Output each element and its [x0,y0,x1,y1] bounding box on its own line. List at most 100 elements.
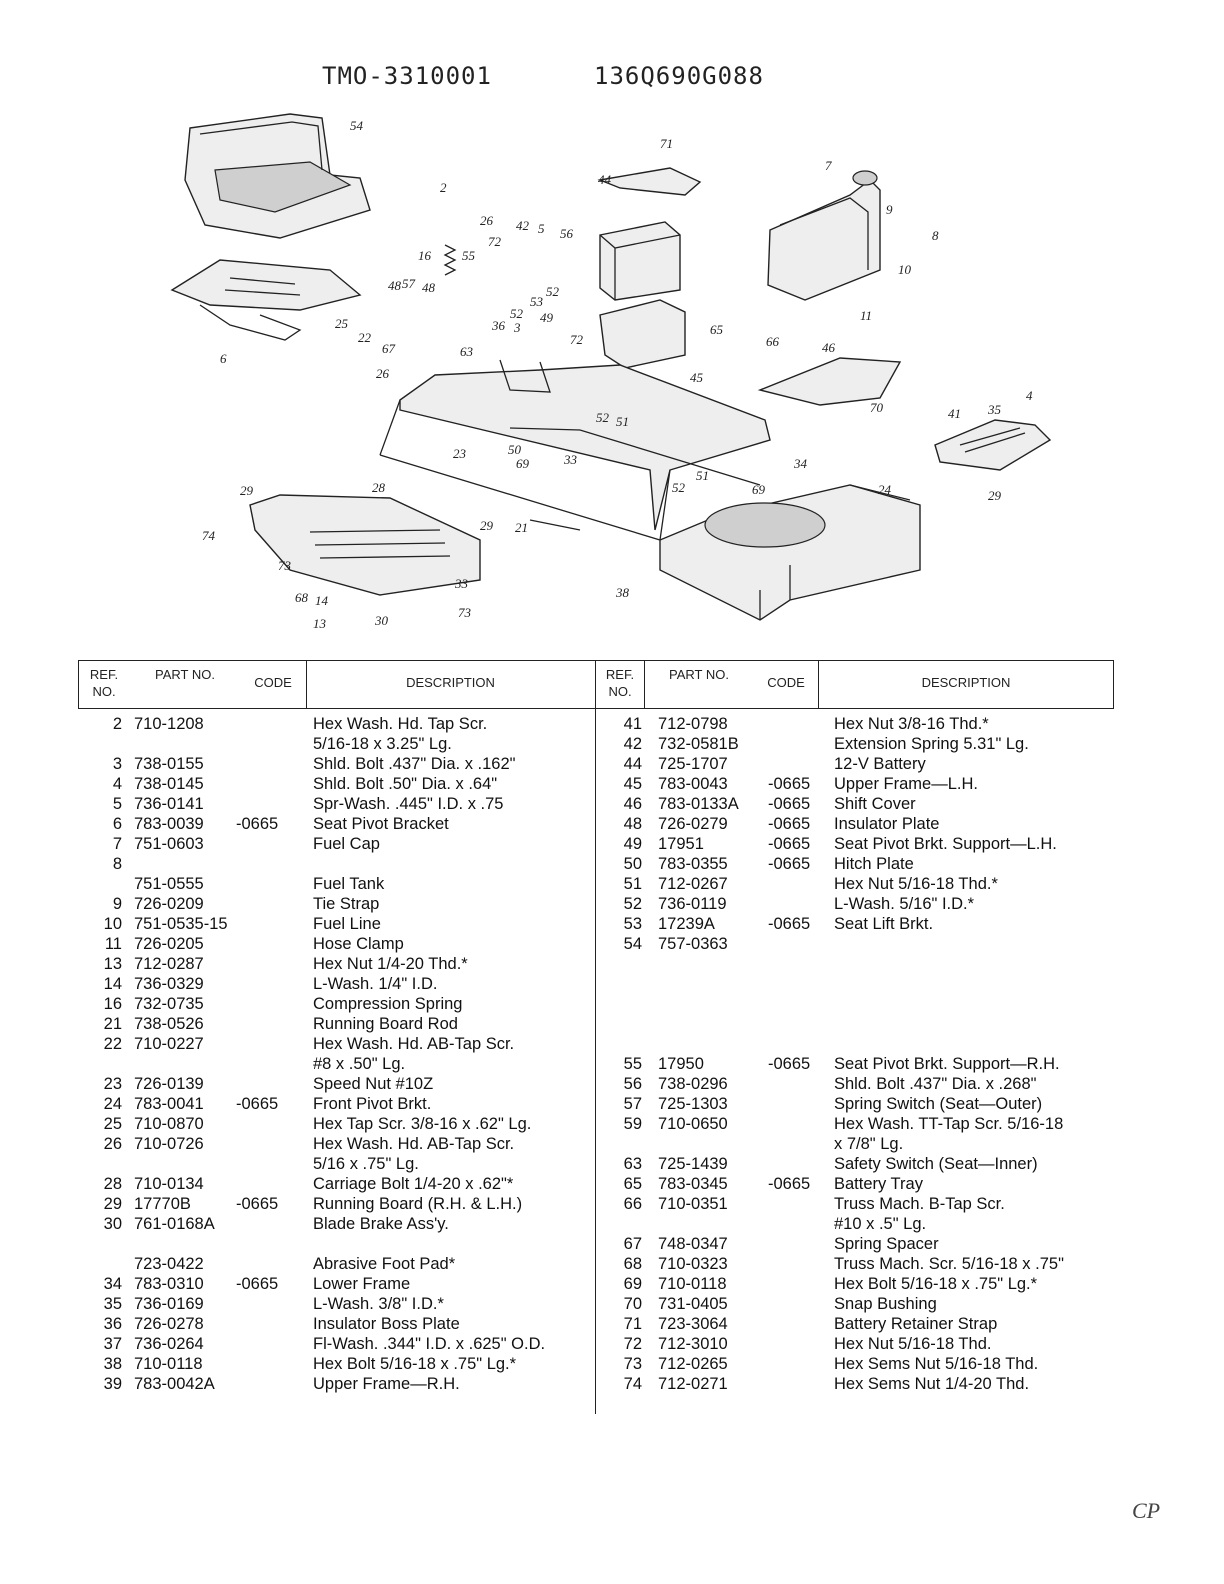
ref-no: 3 [112,755,122,773]
part-description: Hex Bolt 5/16-18 x .75" Lg.* [313,1355,517,1373]
diagram-callout-label: 35 [987,402,1002,417]
part-no: 17770B [134,1195,191,1213]
part-description: Shld. Bolt .437" Dia. x .268" [834,1075,1037,1093]
part-description: Hex Nut 5/16-18 Thd. [834,1335,992,1353]
part-description: x 7/8" Lg. [834,1135,904,1153]
part-no: 710-0870 [134,1115,204,1133]
diagram-callout-label: 41 [948,406,961,421]
battery-strap-drawing [597,167,702,196]
part-description: Hose Clamp [313,935,404,953]
part-description: Fuel Tank [313,875,385,893]
part-code: -0665 [768,775,811,793]
ref-no: 22 [103,1035,122,1053]
description-header-right: DESCRIPTION [921,675,1011,690]
diagram-callout-label: 69 [752,482,766,497]
part-description: Hex Nut 1/4-20 Thd.* [313,955,468,973]
part-description: Fl-Wash. .344" I.D. x .625" O.D. [313,1335,546,1353]
part-description: Hex Wash. TT-Tap Scr. 5/16-18 [834,1115,1064,1133]
part-no: 710-0351 [658,1195,728,1213]
part-no: 712-0265 [658,1355,728,1373]
part-description: Hex Wash. Hd. AB-Tap Scr. [313,1135,515,1153]
part-no: 751-0535-15 [134,915,228,933]
fuel-tank-drawing [767,170,881,301]
part-no: 725-1439 [658,1155,728,1173]
ref-no: 28 [103,1175,122,1193]
part-no: 712-0271 [658,1375,728,1393]
part-no: 761-0168A [134,1215,215,1233]
part-code: -0665 [768,835,811,853]
diagram-callout-label: 24 [878,482,892,497]
diagram-callout-label: 6 [220,351,227,366]
diagram-callout-label: 65 [710,322,724,337]
part-code: -0665 [768,1175,811,1193]
table-row [598,1034,1115,1054]
description-header: DESCRIPTION [406,675,495,690]
ref-no: 21 [103,1015,122,1033]
part-no: 710-1208 [134,715,204,733]
part-no: 738-0296 [658,1075,728,1093]
diagram-callout-label: 69 [516,456,530,471]
ref-no: 53 [623,915,642,933]
diagram-callout-label: 29 [480,518,494,533]
part-no: 736-0119 [658,895,727,913]
part-description: Shift Cover [834,795,916,813]
part-code: -0665 [236,1095,279,1113]
table-row [598,954,1115,974]
ref-no: 44 [623,755,642,773]
ref-no: 67 [623,1235,642,1253]
part-no: 748-0347 [658,1235,728,1253]
ref-no: 66 [623,1195,642,1213]
part-description: Hex Nut 3/8-16 Thd.* [834,715,989,733]
diagram-callout-label: 29 [988,488,1002,503]
diagram-callout-label: 51 [616,414,629,429]
part-no: 726-0205 [134,935,204,953]
part-no: 783-0133A [658,795,739,813]
ref-no: 71 [623,1315,642,1333]
part-no: 726-0139 [134,1075,204,1093]
part-description: Battery Tray [834,1175,923,1193]
part-no: 783-0039 [134,815,204,833]
model-number: TMO-3310001 [322,62,492,90]
diagram-callout-label: 55 [462,248,476,263]
part-no: 751-0603 [134,835,204,853]
part-description: Hex Wash. Hd. Tap Scr. [313,715,488,733]
part-description: #10 x .5" Lg. [834,1215,927,1233]
ref-no: 68 [623,1255,642,1273]
part-no: 710-0118 [658,1275,727,1293]
diagram-callout-label: 67 [382,341,396,356]
diagram-callout-label: 52 [672,480,686,495]
ref-no: 9 [112,895,122,913]
diagram-callout-label: 13 [313,616,327,631]
ref-no: 11 [104,935,122,953]
part-code: -0665 [768,815,811,833]
diagram-callout-label: 5 [538,221,545,236]
part-no: 712-0287 [134,955,204,973]
ref-no: 37 [103,1335,122,1353]
shift-cover-drawing [757,357,902,406]
part-description: #8 x .50" Lg. [313,1055,406,1073]
part-description: Compression Spring [313,995,463,1013]
ref-no: 73 [623,1355,642,1373]
diagram-callout-label: 73 [458,605,472,620]
part-description: Safety Switch (Seat—Inner) [834,1155,1038,1173]
diagram-callout-label: 3 [513,320,521,335]
diagram-callout-label: 11 [860,308,872,323]
part-description: Hex Tap Scr. 3/8-16 x .62" Lg. [313,1115,532,1133]
